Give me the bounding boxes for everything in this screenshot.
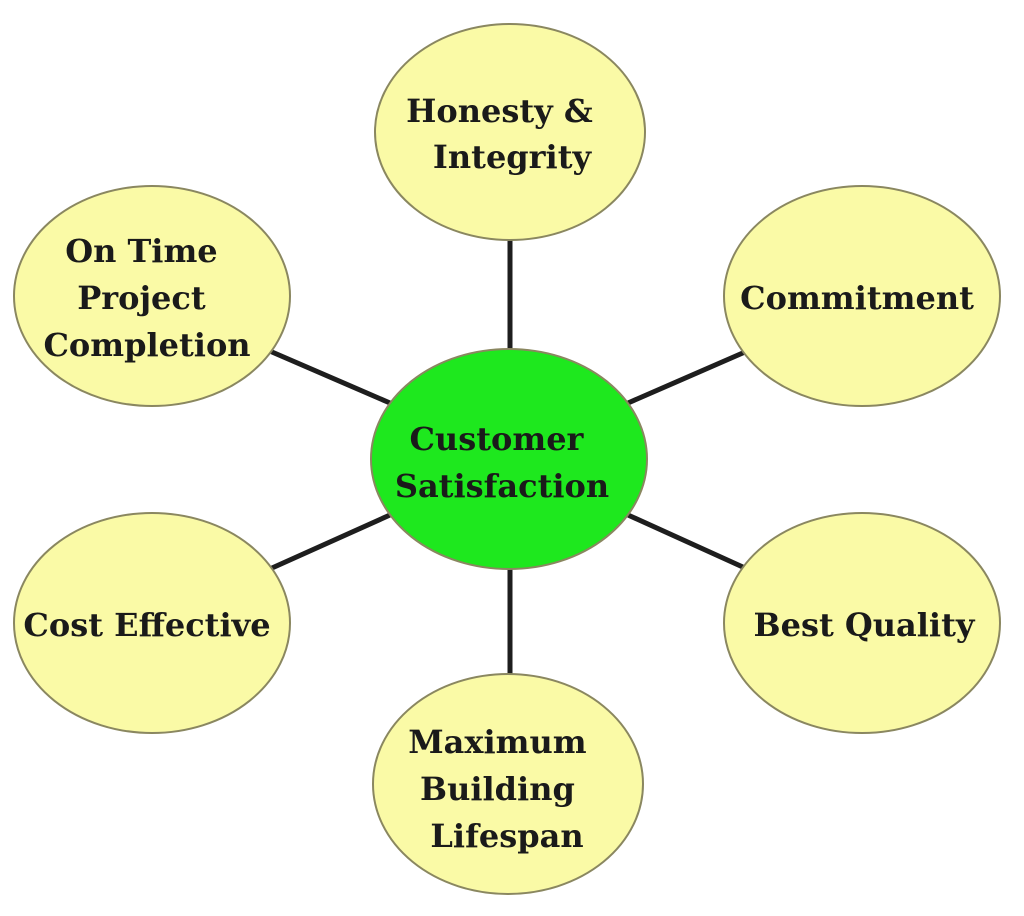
node-best-quality-line-1: Best Quality [754, 606, 976, 644]
node-maximum-building-lifespan-line-1: Maximum [408, 723, 587, 761]
node-maximum-building-lifespan-line-3: Lifespan [430, 817, 583, 855]
node-best-quality-shape [723, 512, 1001, 734]
node-maximum-building-lifespan-label: Maximum Building Lifespan [408, 723, 598, 855]
node-on-time-project-completion-shape [13, 185, 291, 407]
node-commitment-shape [723, 185, 1001, 407]
center-node-line-2: Satisfaction [395, 467, 609, 505]
connector-lines [269, 237, 748, 679]
center-node-label: Customer Satisfaction [395, 420, 609, 505]
connector-best-quality [625, 512, 748, 571]
connector-commitment [625, 349, 748, 406]
node-maximum-building-lifespan-line-2: Building [420, 770, 575, 808]
node-honesty: Honesty & Integrity [374, 23, 646, 241]
node-maximum-building-lifespan: Maximum Building Lifespan [372, 673, 644, 895]
node-honesty-shape [374, 23, 646, 241]
node-on-time-project-completion-line-2: Project [77, 279, 206, 317]
node-commitment: Commitment [723, 185, 1001, 407]
node-cost-effective: Cost Effective [13, 512, 291, 734]
node-cost-effective-label: Cost Effective [23, 606, 270, 644]
node-on-time-project-completion-line-1: On Time [65, 232, 217, 270]
node-cost-effective-shape [13, 512, 291, 734]
node-best-quality-label: Best Quality [754, 606, 976, 644]
node-honesty-line-2: Integrity [433, 138, 593, 176]
node-maximum-building-lifespan-shape [372, 673, 644, 895]
node-on-time-project-completion-line-3: Completion [43, 326, 250, 364]
center-node-shape [370, 348, 648, 570]
connector-cost-effective [269, 512, 393, 571]
connector-on-time-project-completion [269, 349, 393, 406]
node-best-quality: Best Quality [723, 512, 1001, 734]
node-on-time-project-completion-label: On Time Project Completion [43, 232, 250, 364]
center-node: Customer Satisfaction [370, 348, 648, 570]
node-cost-effective-line-1: Cost Effective [23, 606, 270, 644]
node-honesty-line-1: Honesty & [406, 92, 593, 130]
node-honesty-label: Honesty & Integrity [406, 92, 604, 176]
node-on-time-project-completion: On Time Project Completion [13, 185, 291, 407]
node-commitment-label: Commitment [740, 279, 974, 317]
node-commitment-line-1: Commitment [740, 279, 974, 317]
center-node-line-1: Customer [409, 420, 584, 458]
